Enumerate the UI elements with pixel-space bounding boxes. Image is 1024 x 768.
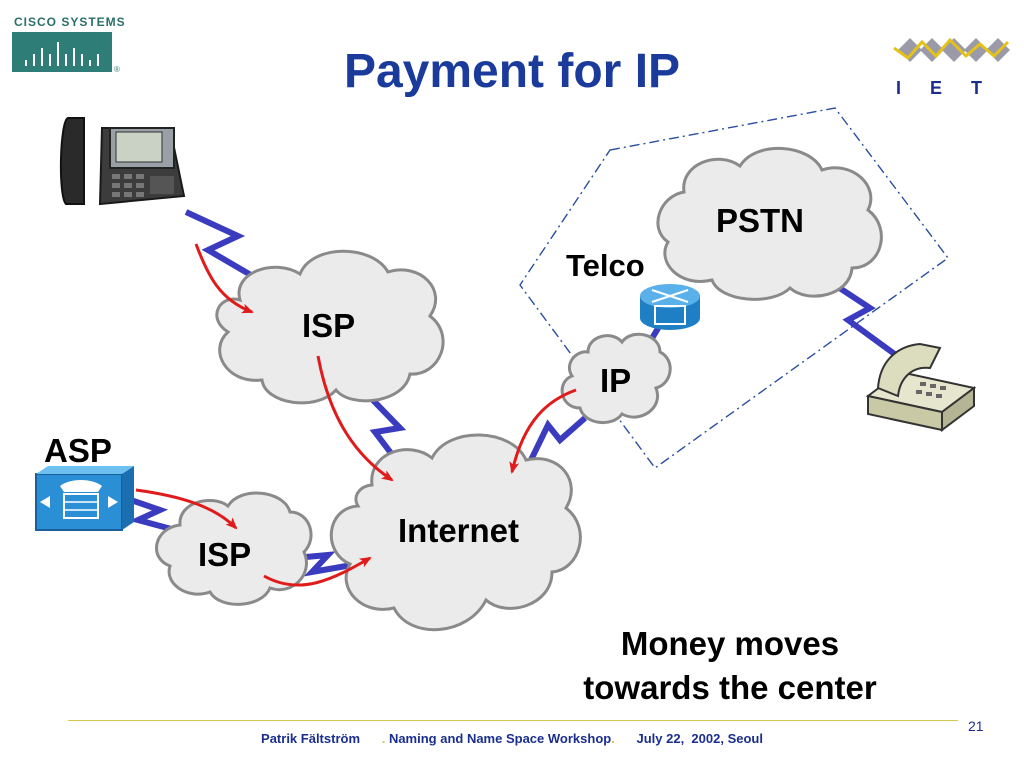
arrow-phone-to-isp — [194, 243, 254, 314]
diagram-caption: Money moves towards the center — [540, 622, 920, 710]
cloud-isp-bottom — [155, 491, 313, 606]
cloud-ip — [560, 332, 672, 424]
ip-label: IP — [600, 362, 632, 399]
arrow-ip-to-internet — [509, 388, 577, 474]
desk-phone-icon — [865, 342, 977, 432]
page-title: Payment for IP — [343, 45, 681, 98]
arrow-isp-to-internet — [316, 355, 394, 482]
cloud-pstn — [656, 146, 883, 301]
asp-isp-link — [124, 495, 176, 533]
phone-isp-link — [184, 209, 270, 288]
svg-text:I E T F: I E T F — [896, 78, 1012, 98]
asp-phone-icon — [35, 466, 134, 531]
caption-line-1: Money moves — [620, 625, 840, 662]
isp-internet-link — [365, 392, 407, 467]
footer-rule — [68, 720, 958, 721]
arrow-isp-to-internet-2 — [263, 556, 372, 587]
wan-links — [124, 209, 902, 577]
footer-event: Naming and Name Space Workshop — [388, 731, 612, 746]
ip-internet-link — [527, 415, 587, 464]
cloud-isp-top — [215, 249, 445, 405]
ietf-logo: I E T F — [888, 28, 1022, 100]
cloud-internet — [329, 433, 582, 632]
money-flow-arrows — [135, 243, 577, 587]
svg-text:CISCO SYSTEMS: CISCO SYSTEMS — [14, 15, 124, 29]
asp-label: ASP — [44, 432, 112, 469]
isp-bottom-label: ISP — [198, 536, 252, 573]
isp-top-label: ISP — [302, 307, 356, 344]
internet-label: Internet — [398, 512, 520, 549]
footer-date: July 22, 2002, Seoul — [636, 731, 763, 746]
cisco-logo-graphic: CISCO SYSTEMS ® — [12, 15, 125, 74]
arrow-asp-to-isp — [135, 488, 238, 530]
caption-line-2: towards the center — [583, 669, 877, 706]
cisco-logo: CISCO SYSTEMS ® — [12, 14, 125, 74]
router-icon — [640, 284, 700, 330]
pstn-phone-link — [833, 282, 902, 361]
ietf-logo-graphic: I E T F — [893, 37, 1022, 98]
page-number: 21 — [968, 718, 984, 734]
telco-label: Telco — [566, 248, 645, 283]
pstn-label: PSTN — [716, 202, 805, 239]
footer-separator-2: . — [611, 731, 615, 746]
svg-text:®: ® — [114, 65, 120, 74]
footer: Patrik Fältström . Naming and Name Space… — [0, 731, 1024, 746]
ip-phone-icon — [59, 117, 186, 206]
footer-separator-1: . — [381, 731, 386, 746]
isp-internet-link-2 — [294, 551, 353, 577]
footer-author: Patrik Fältström — [261, 731, 361, 746]
